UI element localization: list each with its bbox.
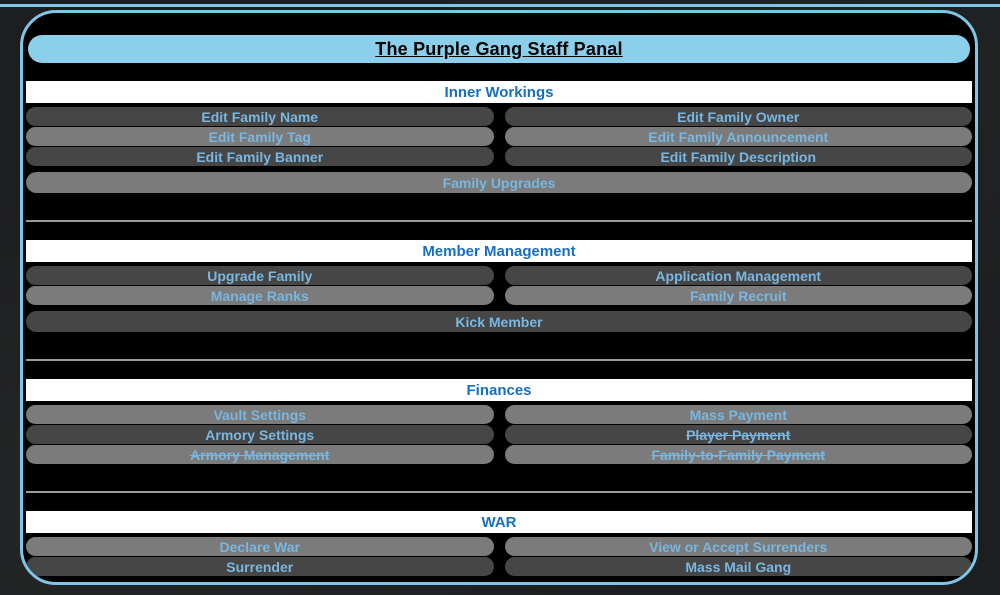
button-edit-family-name[interactable]: Edit Family Name: [26, 107, 494, 126]
button-manage-ranks[interactable]: Manage Ranks: [26, 286, 494, 305]
section-header-member-management: Member Management: [26, 240, 972, 262]
button-kick-member[interactable]: Kick Member: [26, 311, 972, 332]
staff-panel: The Purple Gang Staff Panal Inner Workin…: [20, 10, 978, 585]
button-application-management[interactable]: Application Management: [504, 266, 972, 285]
button-vault-settings[interactable]: Vault Settings: [26, 405, 494, 424]
button-player-payment[interactable]: Player Payment: [504, 425, 972, 444]
section-header-inner-workings: Inner Workings: [26, 81, 972, 103]
section-divider: [26, 359, 972, 361]
button-row: Declare War View or Accept Surrenders: [26, 537, 972, 556]
button-family-recruit[interactable]: Family Recruit: [504, 286, 972, 305]
section-header-war: WAR: [26, 511, 972, 533]
button-mass-payment[interactable]: Mass Payment: [504, 405, 972, 424]
button-row: Edit Family Tag Edit Family Announcement: [26, 127, 972, 146]
section-title: WAR: [481, 513, 517, 531]
panel-title: The Purple Gang Staff Panal: [375, 38, 623, 59]
button-row: Family Upgrades: [26, 172, 972, 193]
section-divider: [26, 491, 972, 493]
section-title: Finances: [466, 381, 532, 399]
button-armory-settings[interactable]: Armory Settings: [26, 425, 494, 444]
button-edit-family-announcement[interactable]: Edit Family Announcement: [504, 127, 972, 146]
button-edit-family-banner[interactable]: Edit Family Banner: [26, 147, 494, 166]
button-row: Upgrade Family Application Management: [26, 266, 972, 285]
button-row: Edit Family Name Edit Family Owner: [26, 107, 972, 126]
button-row: Armory Management Family-to-Family Paymen…: [26, 445, 972, 464]
section-title: Inner Workings: [444, 83, 554, 101]
button-view-or-accept-surrenders[interactable]: View or Accept Surrenders: [504, 537, 972, 556]
section-title: Member Management: [422, 242, 576, 260]
button-family-to-family-payment[interactable]: Family-to-Family Payment: [504, 445, 972, 464]
button-family-upgrades[interactable]: Family Upgrades: [26, 172, 972, 193]
button-edit-family-owner[interactable]: Edit Family Owner: [504, 107, 972, 126]
button-surrender[interactable]: Surrender: [26, 557, 494, 576]
button-mass-mail-gang[interactable]: Mass Mail Gang: [504, 557, 972, 576]
button-armory-management[interactable]: Armory Management: [26, 445, 494, 464]
button-row: Edit Family Banner Edit Family Descriptio…: [26, 147, 972, 166]
section-header-finances: Finances: [26, 379, 972, 401]
button-edit-family-tag[interactable]: Edit Family Tag: [26, 127, 494, 146]
button-row: Manage Ranks Family Recruit: [26, 286, 972, 305]
button-edit-family-description[interactable]: Edit Family Description: [504, 147, 972, 166]
section-divider: [26, 220, 972, 222]
top-accent-line: [0, 4, 1000, 7]
button-declare-war[interactable]: Declare War: [26, 537, 494, 556]
panel-title-bar: The Purple Gang Staff Panal: [28, 35, 970, 63]
button-upgrade-family[interactable]: Upgrade Family: [26, 266, 494, 285]
button-row: Surrender Mass Mail Gang: [26, 557, 972, 576]
button-row: Kick Member: [26, 311, 972, 332]
button-row: Armory Settings Player Payment: [26, 425, 972, 444]
button-row: Vault Settings Mass Payment: [26, 405, 972, 424]
